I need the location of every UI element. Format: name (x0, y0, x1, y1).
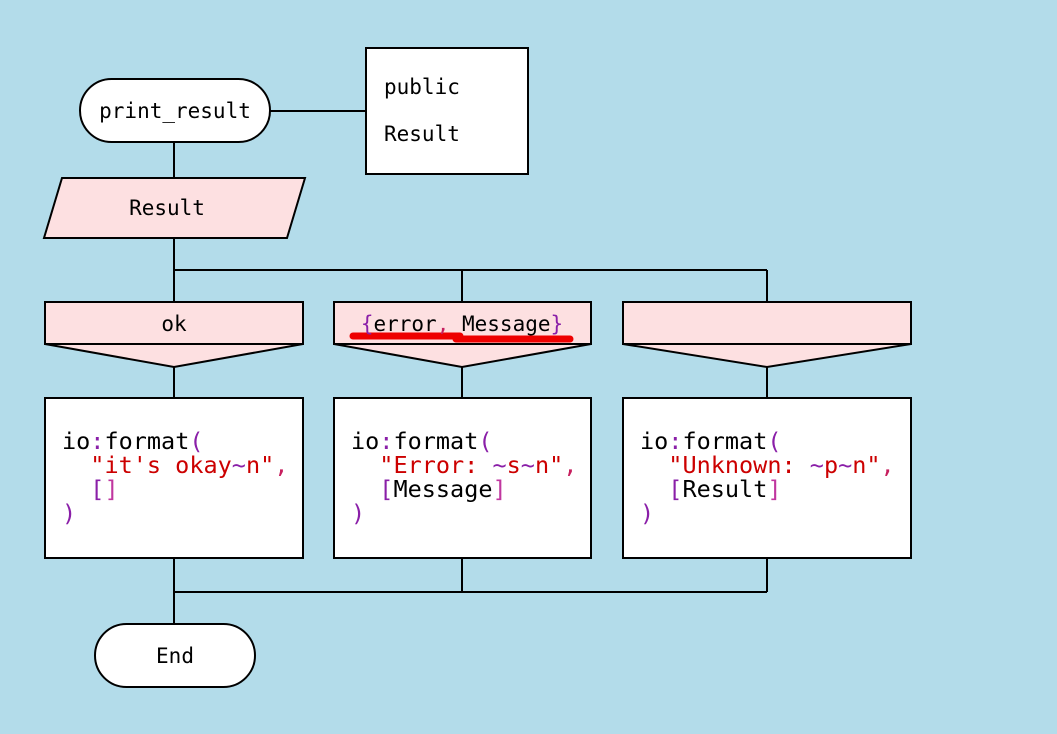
end-node-shape (94, 623, 256, 688)
start-node-label: print_result (99, 99, 251, 123)
branch-header-default-arrow (622, 343, 912, 369)
annotation-arg-label: Result (384, 122, 460, 146)
end-node-label: End (156, 644, 194, 668)
annotation-visibility-label: public (384, 75, 460, 99)
branch-header-default (622, 301, 912, 345)
branch-label-ok: ok (161, 312, 187, 336)
branch-label-error: {error, Message} (361, 312, 563, 336)
input-label: Result (129, 196, 205, 220)
input-parallelogram (42, 177, 307, 239)
code-box-error (333, 397, 592, 559)
code-text-default: io:format( "Unknown: ~p~n", [Result]) (640, 427, 895, 527)
code-text-error: io:format( "Error: ~s~n", [Message]) (351, 427, 577, 527)
annotation-box (365, 47, 529, 175)
code-box-default (622, 397, 912, 559)
start-node-shape (79, 78, 271, 143)
code-text-ok: io:format( "it's okay~n", []) (62, 427, 288, 527)
branch-header-ok-arrow (44, 343, 304, 369)
code-box-ok (44, 397, 304, 559)
branch-header-error-arrow (333, 343, 592, 369)
